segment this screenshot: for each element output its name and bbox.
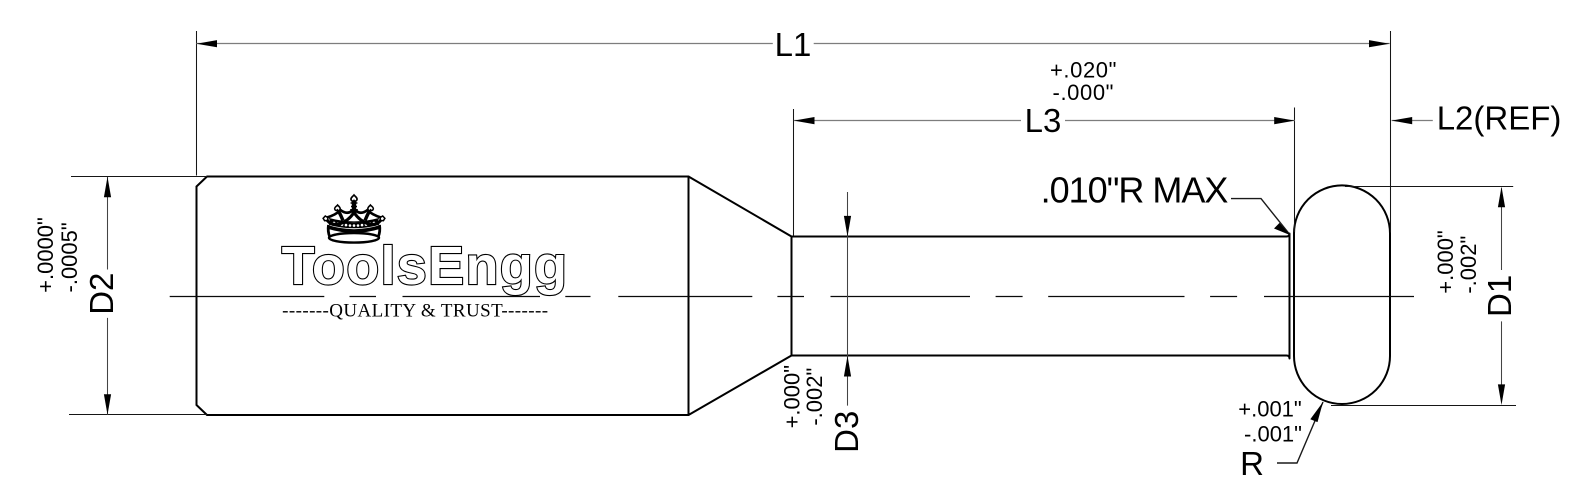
- svg-text:+.000": +.000": [780, 365, 805, 428]
- svg-text:-------QUALITY & TRUST-------: -------QUALITY & TRUST-------: [282, 300, 548, 321]
- svg-text:-.002": -.002": [1456, 236, 1481, 294]
- svg-text:+.001": +.001": [1238, 397, 1301, 422]
- svg-text:-.001": -.001": [1244, 422, 1302, 447]
- svg-text:ToolsEngg: ToolsEngg: [282, 236, 569, 296]
- svg-text:D3: D3: [828, 411, 865, 453]
- svg-text:-.0005": -.0005": [57, 222, 82, 292]
- svg-text:+.020": +.020": [1050, 58, 1117, 83]
- svg-text:-.002": -.002": [802, 368, 827, 426]
- svg-text:.010"R MAX: .010"R MAX: [1041, 169, 1229, 210]
- svg-text:L1: L1: [775, 26, 812, 63]
- svg-text:R: R: [1240, 445, 1264, 482]
- svg-text:+.0000": +.0000": [33, 217, 58, 293]
- svg-text:L2(REF): L2(REF): [1437, 99, 1562, 136]
- svg-text:D2: D2: [83, 273, 120, 315]
- svg-text:-.000": -.000": [1053, 80, 1115, 105]
- svg-text:L3: L3: [1025, 102, 1062, 139]
- svg-text:D1: D1: [1481, 275, 1518, 317]
- svg-text:+.000": +.000": [1433, 230, 1458, 293]
